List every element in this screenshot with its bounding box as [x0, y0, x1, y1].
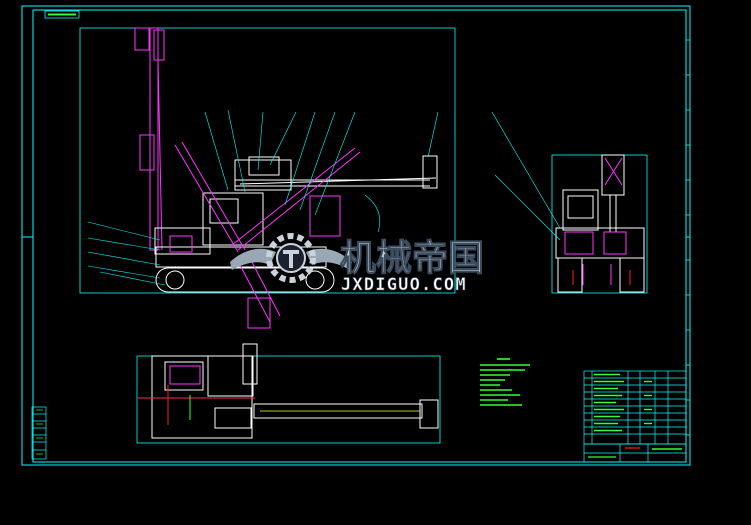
- side-view: [491, 111, 648, 294]
- front-view: [79, 27, 456, 329]
- leader-lines: [87, 109, 439, 286]
- gear-wings-logo-icon: [230, 233, 352, 283]
- parts-list-text: [594, 373, 652, 432]
- title-block: [583, 443, 687, 463]
- zone-marks-right: [686, 39, 690, 436]
- mast: [134, 27, 165, 251]
- revision-table-left: [31, 406, 47, 460]
- watermark-title: 机械帝国: [340, 238, 484, 279]
- drawing-number-box: [44, 10, 80, 19]
- technical-notes: [480, 358, 530, 406]
- crawler-track: [155, 267, 335, 293]
- drill-rod: [239, 155, 438, 189]
- drawing-frame: [21, 5, 691, 466]
- plan-view: [136, 343, 441, 444]
- watermark-subtitle: JXDIGUO.COM: [341, 275, 467, 295]
- watermark-logo: 机械帝国 JXDIGUO.COM: [230, 233, 485, 295]
